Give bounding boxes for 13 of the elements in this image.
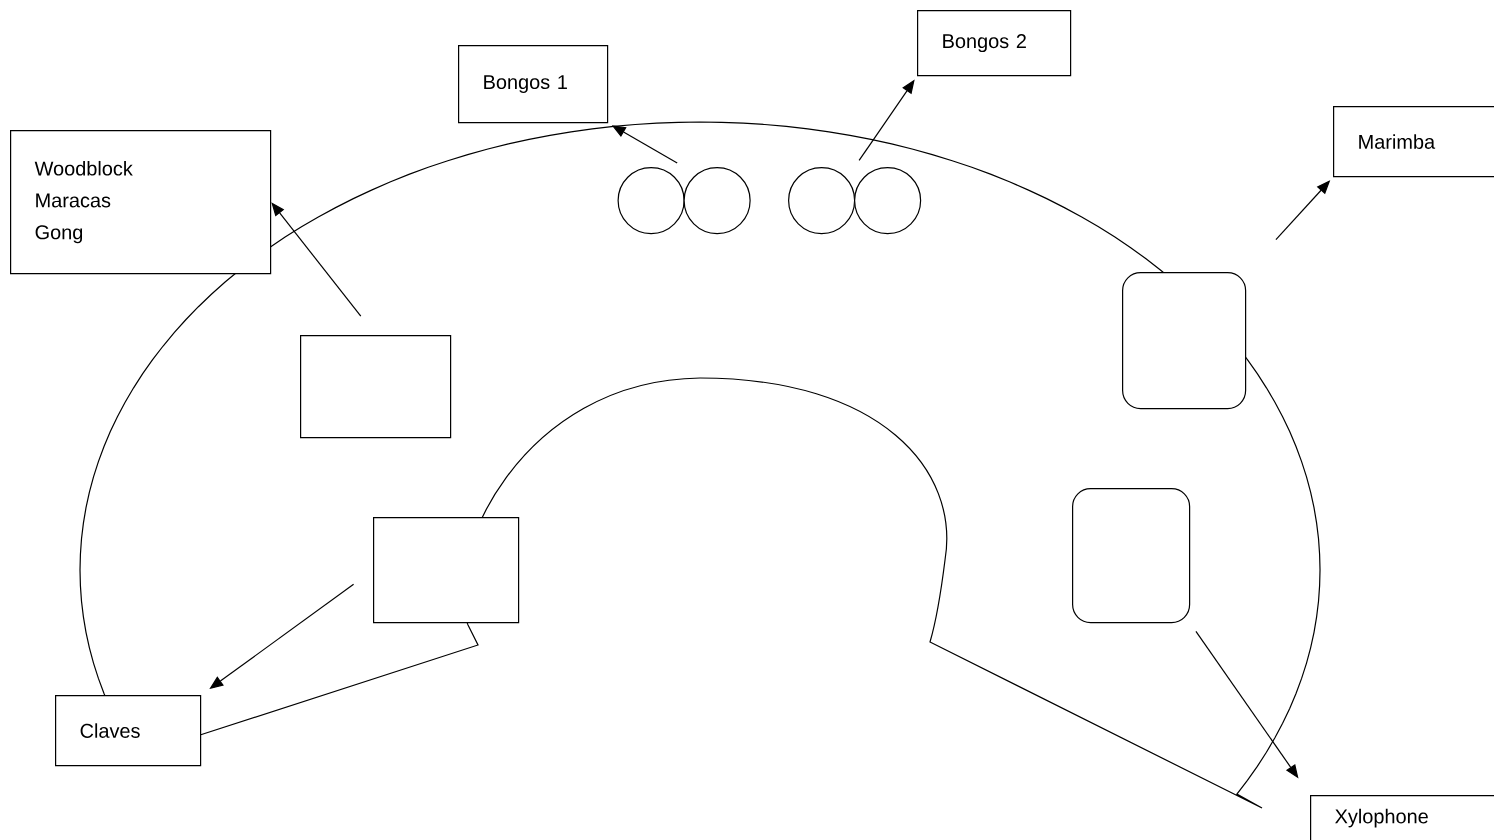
instrument-position: [373, 517, 520, 624]
arrow: [271, 202, 362, 317]
label-box: Bongos 2: [917, 10, 1072, 77]
bongo-drums: [788, 167, 922, 235]
label-box: Bongos 1: [458, 45, 609, 124]
instrument-position: [1072, 488, 1191, 624]
label-box: Claves: [55, 695, 202, 767]
instrument-position: [300, 335, 452, 439]
bongo-drums: [617, 167, 751, 235]
label-box: Woodblock Maracas Gong: [10, 130, 272, 275]
instrument-position: [1122, 272, 1247, 410]
label-box: Marimba: [1333, 106, 1494, 178]
label-box: Xylophone: [1310, 795, 1494, 840]
